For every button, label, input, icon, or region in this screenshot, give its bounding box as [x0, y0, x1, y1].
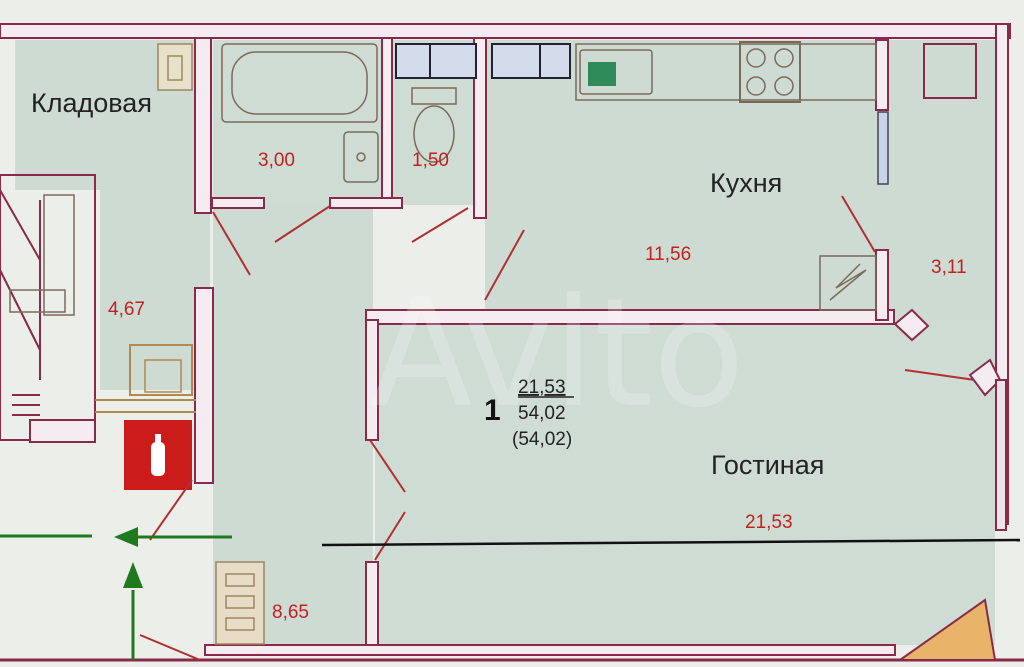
living-floor: [375, 320, 995, 645]
door-storage: [212, 211, 251, 276]
watermark: Avito: [370, 267, 745, 441]
living-area: 21,53: [745, 512, 793, 533]
top-wall: [0, 23, 1011, 39]
window-right: [491, 43, 571, 79]
balcony-area: 3,11: [931, 257, 967, 278]
kitchen-sink-icon: [579, 49, 653, 95]
stove-icon: [739, 41, 801, 103]
door-toilet: [411, 207, 469, 243]
arrow-up-icon: [123, 562, 143, 588]
total-area-alt: (54,02): [512, 429, 572, 450]
kitchen-label: Кухня: [710, 168, 782, 198]
door-kitchen: [484, 229, 525, 301]
corridor-left-wall: [194, 287, 214, 484]
burner-3: [746, 76, 766, 96]
arrow-left-icon: [114, 527, 138, 547]
balcony-floor-bottom: [896, 598, 997, 661]
bathtub-icon: [221, 43, 378, 123]
cabinet-drawer-2: [225, 595, 255, 609]
total-area-summary: 54,02: [518, 403, 566, 424]
living-left-wall-lower: [365, 561, 379, 653]
doors: [139, 195, 976, 661]
sink-drain: [356, 152, 366, 162]
burner-4: [774, 76, 794, 96]
stair-lines: [0, 189, 75, 416]
apartment-number: 1: [484, 394, 501, 427]
kitchen-floor: [485, 40, 880, 315]
sink-icon: [343, 131, 379, 183]
bathroom-area: 3,00: [258, 150, 295, 171]
boiler-zigzag: [829, 263, 867, 301]
kitchen-area: 11,56: [645, 244, 691, 265]
balcony-wall-lower: [875, 249, 889, 321]
cabinet-drawer-3: [225, 617, 255, 631]
door-living-bottom: [374, 511, 406, 561]
bath-stub-left: [211, 197, 265, 209]
walls: [0, 23, 1024, 662]
corridor-area: 8,65: [272, 602, 309, 623]
balcony-floor: [880, 40, 1000, 370]
fire-extinguisher-valve: [155, 434, 161, 443]
hall-meter-inner: [144, 359, 182, 393]
kitchen-counter: [575, 43, 877, 101]
living-left-wall-upper: [365, 319, 379, 441]
door-balcony: [841, 195, 876, 253]
kitchen-living-wall: [365, 309, 895, 325]
door-bathroom: [274, 205, 331, 243]
window-left: [395, 43, 477, 79]
boiler-icon: [819, 255, 877, 311]
door-living-top: [369, 439, 406, 493]
balcony-box: [923, 43, 977, 99]
windows-top: [395, 43, 571, 79]
evacuation-arrows: [0, 527, 232, 660]
balcony-corner: [893, 308, 930, 342]
door-balcony-living: [904, 369, 976, 381]
kitchen-window: [877, 111, 889, 185]
bathtub-basin: [231, 51, 368, 115]
toilet-tank: [411, 87, 457, 105]
hall-floor: [100, 170, 210, 390]
stair-stub: [29, 419, 96, 443]
storage-right-wall: [194, 37, 212, 214]
toilet-area: 1,50: [412, 150, 449, 171]
section-line: [321, 538, 1021, 547]
fire-extinguisher-icon: [151, 442, 165, 476]
living-area-summary: 21,53: [518, 377, 566, 398]
door-corridor-bottom: [139, 634, 201, 661]
kitchen-balcony-wall: [875, 39, 889, 111]
toilet-kitchen-wall: [473, 37, 487, 219]
bath-stub-right: [329, 197, 403, 209]
door-entrance: [149, 479, 193, 541]
burner-1: [746, 48, 766, 68]
stair-rail: [43, 194, 75, 316]
stair-line-2: [0, 269, 41, 351]
cabinet-drawer-1: [225, 573, 255, 587]
storage-cabinet-inner: [167, 55, 183, 81]
toilet-icon: [413, 105, 455, 163]
stair-line-1: [0, 189, 41, 261]
burner-2: [774, 48, 794, 68]
bath-toilet-wall: [381, 37, 393, 209]
storage-label: Кладовая: [31, 88, 152, 118]
stair-landing: [9, 289, 66, 313]
hall-meter-box: [129, 344, 193, 396]
living-window: [995, 379, 1007, 531]
kitchen-sink-basin: [588, 62, 616, 86]
bottom-wall: [204, 644, 896, 656]
storage-cabinet: [157, 43, 193, 91]
living-label: Гостиная: [711, 450, 824, 480]
hall-area: 4,67: [108, 299, 145, 320]
